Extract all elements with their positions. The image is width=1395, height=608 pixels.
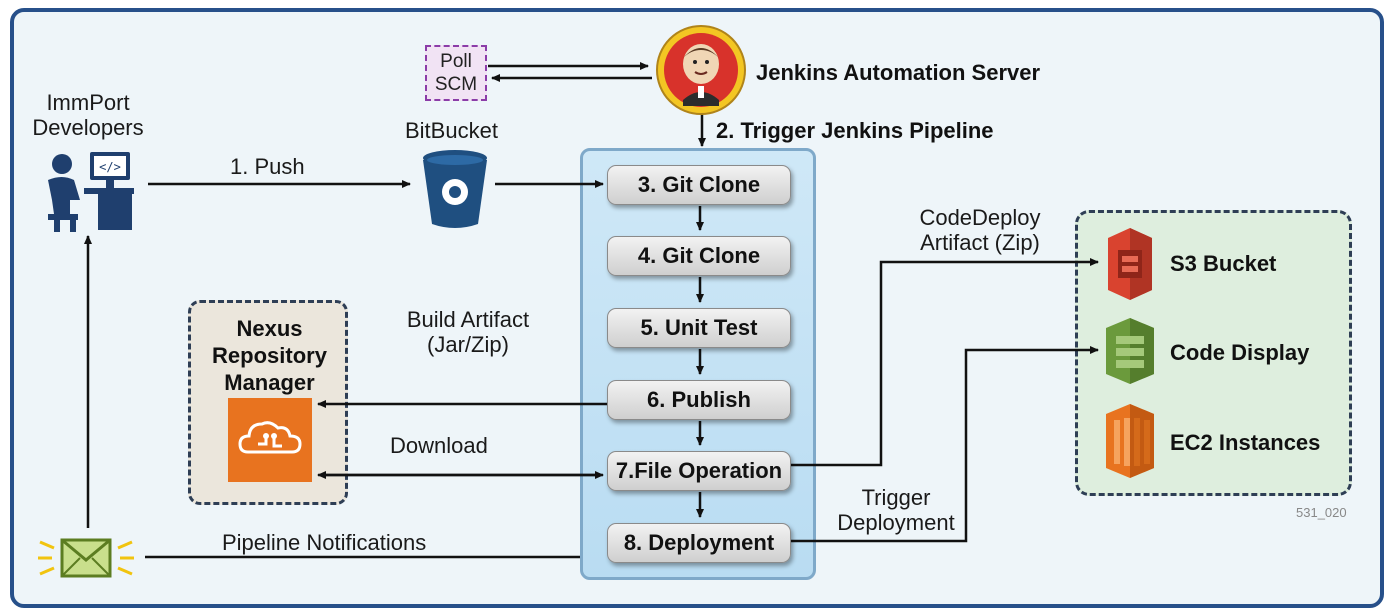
trigger-deployment-label: Trigger Deployment	[826, 485, 966, 535]
bitbucket-icon	[418, 148, 492, 232]
push-label: 1. Push	[230, 154, 305, 179]
poll-scm-line2: SCM	[434, 74, 478, 95]
step-file-operation: 7.File Operation	[607, 451, 791, 491]
code-display-label: Code Display	[1170, 340, 1310, 365]
download-label: Download	[390, 433, 488, 458]
jenkins-butler-icon	[655, 24, 747, 116]
pipeline-notifications-label: Pipeline Notifications	[222, 530, 427, 555]
figure-id: 531_020	[1296, 505, 1347, 520]
nexus-line1: Nexus	[236, 316, 303, 341]
bitbucket-label: BitBucket	[405, 118, 498, 143]
nexus-line3: Manager	[224, 370, 315, 395]
step-deployment: 8. Deployment	[607, 523, 791, 563]
step-unit-test: 5. Unit Test	[607, 308, 791, 348]
codedeploy-icon	[1102, 318, 1158, 384]
build-artifact-line2: (Jar/Zip)	[427, 332, 509, 357]
s3-bucket-label: S3 Bucket	[1170, 251, 1277, 276]
build-artifact-label: Build Artifact (Jar/Zip)	[368, 307, 568, 357]
developers-line2: Developers	[32, 115, 144, 140]
svg-text:</>: </>	[99, 160, 121, 174]
codedeploy-artifact-arrow	[791, 258, 1099, 467]
connector-lines	[84, 62, 1099, 559]
developers-label: ImmPort Developers	[28, 90, 148, 140]
developers-line1: ImmPort	[46, 90, 130, 115]
envelope-icon	[36, 528, 136, 590]
codedeploy-artifact-label: CodeDeploy Artifact (Zip)	[900, 205, 1060, 255]
trigger-deployment-arrow	[791, 346, 1099, 543]
codedeploy-artifact-line1: CodeDeploy	[919, 205, 1041, 230]
poll-scm-box: Poll SCM	[425, 45, 487, 101]
trigger-deployment-line2: Deployment	[837, 510, 955, 535]
jenkins-title: Jenkins Automation Server	[756, 60, 1041, 85]
nexus-cloud-icon	[228, 398, 312, 482]
jenkins-pipeline-panel	[580, 148, 816, 580]
nexus-title: Nexus Repository Manager	[192, 315, 347, 396]
trigger-deployment-line1: Trigger	[861, 485, 931, 510]
ec2-icon	[1102, 404, 1158, 478]
poll-scm-line1: Poll	[440, 51, 472, 72]
build-artifact-line1: Build Artifact	[406, 307, 530, 332]
step-git-clone-2: 4. Git Clone	[607, 236, 791, 276]
developer-workstation-icon: </>	[40, 148, 140, 232]
trigger-pipeline-label: 2. Trigger Jenkins Pipeline	[716, 118, 994, 143]
codedeploy-artifact-line2: Artifact (Zip)	[920, 230, 1040, 255]
ec2-instances-label: EC2 Instances	[1170, 430, 1321, 455]
step-publish: 6. Publish	[607, 380, 791, 420]
step-git-clone-1: 3. Git Clone	[607, 165, 791, 205]
nexus-line2: Repository	[212, 343, 327, 368]
s3-bucket-icon	[1102, 228, 1158, 300]
